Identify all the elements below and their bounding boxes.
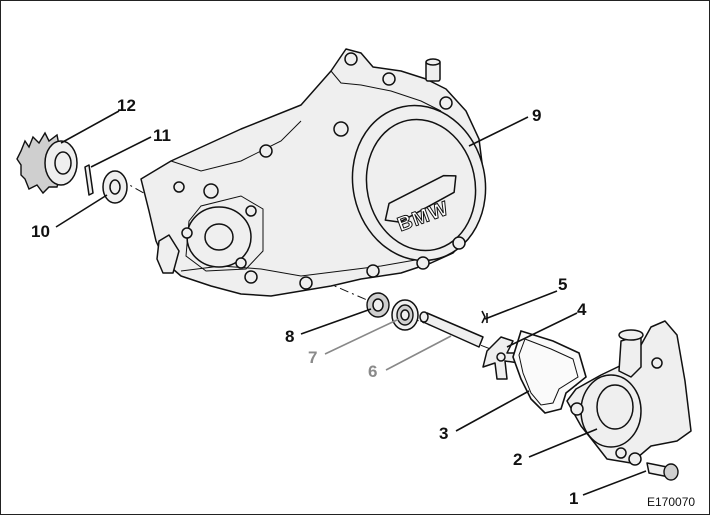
callout-7: 7 xyxy=(308,348,317,367)
pump-shaft xyxy=(419,311,484,348)
engine-cover: BMW xyxy=(140,48,487,297)
callout-10: 10 xyxy=(31,222,50,241)
leader-9 xyxy=(468,116,529,147)
leader-8 xyxy=(300,308,372,335)
locating-pin xyxy=(84,164,94,196)
callout-4: 4 xyxy=(577,300,587,319)
leader-1 xyxy=(582,470,647,496)
callout-3: 3 xyxy=(439,424,448,443)
leader-2 xyxy=(528,428,598,458)
leader-11 xyxy=(90,136,152,168)
thrust-washer xyxy=(102,170,128,204)
figure-code: E170070 xyxy=(647,495,695,509)
leader-3 xyxy=(455,390,530,432)
callout-5: 5 xyxy=(558,275,567,294)
housing-bolt xyxy=(628,452,679,481)
callout-12: 12 xyxy=(117,96,136,115)
drive-gear xyxy=(16,131,78,195)
leader-6 xyxy=(385,335,452,371)
callout-2: 2 xyxy=(513,450,522,469)
pump-housing xyxy=(566,320,692,464)
retaining-clip xyxy=(481,310,488,324)
pump-gasket xyxy=(512,329,587,414)
impeller xyxy=(482,336,522,380)
callout-9: 9 xyxy=(532,106,541,125)
callout-8: 8 xyxy=(285,327,294,346)
leader-10 xyxy=(55,194,108,228)
callout-11: 11 xyxy=(153,126,171,145)
leader-7 xyxy=(324,318,400,355)
leader-12 xyxy=(60,110,120,144)
callout-6: 6 xyxy=(368,362,377,381)
leader-5 xyxy=(484,290,558,320)
callout-1: 1 xyxy=(569,489,578,508)
leader-4 xyxy=(506,312,578,348)
shaft-seal xyxy=(366,292,390,318)
ball-bearing xyxy=(391,299,419,331)
